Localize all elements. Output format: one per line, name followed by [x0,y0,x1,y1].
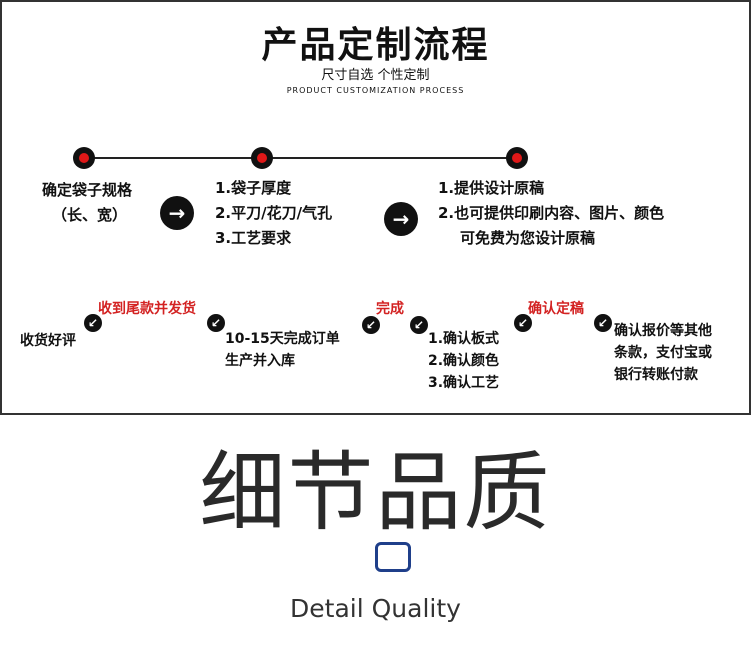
detail-title-chinese: 细节品质 [199,443,552,543]
arrow-down-left-icon: ↙ [514,314,532,332]
step1-text: 确定袋子规格 （长、宽） [42,178,132,228]
step1-line: 确定袋子规格 [42,181,133,199]
confirm-line: 2.确认颜色 [428,353,500,369]
ship-label: 收到尾款并发货 [98,301,196,317]
confirm-list: 1.确认板式 2.确认颜色 3.确认工艺 [428,328,499,394]
page-title: 产品定制流程 [261,25,490,66]
step2-text: 1.袋子厚度 2.平刀/花刀/气孔 3.工艺要求 [215,176,332,251]
step3-text: 1.提供设计原稿 2.也可提供印刷内容、图片、颜色 可免费为您设计原稿 [438,176,664,251]
confirm-line: 3.确认工艺 [428,375,500,391]
subtitle-english: PRODUCT CUSTOMIZATION PROCESS [286,86,465,95]
quote-line: 条款，支付宝或 [614,345,712,361]
step3-line: 可免费为您设计原稿 [460,229,596,247]
arrow-down-left-icon: ↙ [362,316,380,334]
arrow-right-icon: → [384,202,418,236]
timeline-dot-1 [73,147,95,169]
arrow-down-left-icon: ↙ [207,314,225,332]
receive-label: 收货好评 [20,333,76,349]
production-line: 10-15天完成订单 [225,331,340,347]
process-panel [0,0,751,415]
step3-line: 2.也可提供印刷内容、图片、颜色 [438,204,665,222]
step3-line: 1.提供设计原稿 [438,179,545,197]
step2-line: 1.袋子厚度 [215,179,292,197]
quote-line: 确认报价等其他 [614,323,712,339]
arrow-down-left-icon: ↙ [594,314,612,332]
production-line: 生产并入库 [225,353,295,369]
done-label: 完成 [376,301,404,317]
detail-title-english: Detail Quality [290,594,461,623]
confirm-label: 确认定稿 [528,301,584,317]
step2-line: 2.平刀/花刀/气孔 [215,204,333,222]
subtitle: 尺寸自选 个性定制 [321,68,430,83]
confirm-line: 1.确认板式 [428,331,500,347]
timeline-line [86,157,516,159]
arrow-down-left-icon: ↙ [410,316,428,334]
timeline-dot-2 [251,147,273,169]
arrow-right-icon: → [160,196,194,230]
quote-text: 确认报价等其他 条款，支付宝或 银行转账付款 [614,320,712,386]
rounded-square-icon [375,542,411,572]
timeline-dot-3 [506,147,528,169]
arrow-down-left-icon: ↙ [84,314,102,332]
step2-line: 3.工艺要求 [215,229,292,247]
quote-line: 银行转账付款 [614,367,698,383]
production-text: 10-15天完成订单 生产并入库 [225,328,340,372]
step1-line: （长、宽） [52,206,128,224]
